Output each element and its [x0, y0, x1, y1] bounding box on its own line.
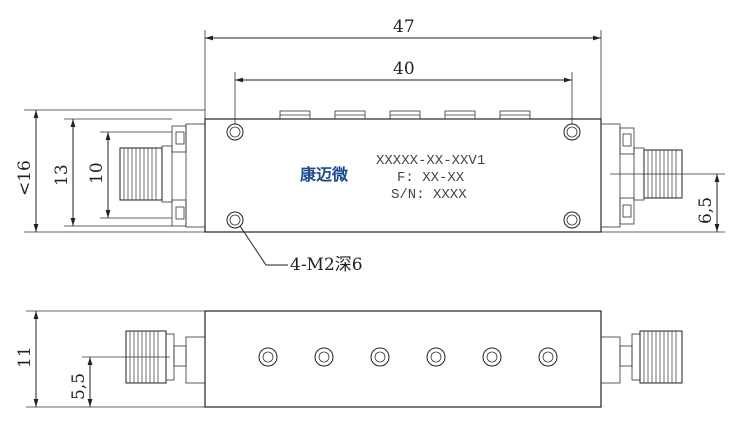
- right-connector-side: [600, 330, 683, 384]
- hole-callout: 4-M2深6: [290, 255, 363, 275]
- dim-hole-spacing: 40: [393, 59, 415, 79]
- side-tuning-nuts: [258, 347, 558, 367]
- side-view-dimensions: 11 5,5: [15, 310, 205, 408]
- top-body-outline: [204, 118, 602, 233]
- top-view: 康迈微 XXXXX-XX-XXV1 F: XX-XX S/N: XXXX: [119, 110, 683, 233]
- serial-number: S/N: XXXX: [391, 187, 467, 203]
- dim-height-13: 13: [52, 164, 72, 186]
- dim-connector-offset: 6,5: [696, 197, 716, 224]
- dim-side-offset: 5,5: [69, 373, 89, 400]
- side-view: [125, 310, 683, 408]
- right-connector-top: [600, 123, 683, 228]
- top-tuning-screws: [279, 110, 531, 120]
- left-connector-top: [119, 123, 206, 228]
- frequency-label: F: XX-XX: [397, 170, 465, 186]
- dim-overall-length: 47: [393, 17, 415, 37]
- dim-side-height: 11: [15, 346, 35, 368]
- mounting-holes: [226, 123, 581, 229]
- hole-callout-leader: [239, 225, 288, 266]
- side-body-outline: [204, 310, 602, 408]
- model-number: XXXXX-XX-XXV1: [376, 153, 485, 169]
- dim-height-10: 10: [87, 162, 107, 184]
- brand-logo: 康迈微: [300, 165, 349, 184]
- dim-body-height: <16: [15, 160, 35, 196]
- top-view-dimensions: 47 40 <16 13 10 6,5 4-M2深6: [15, 17, 725, 275]
